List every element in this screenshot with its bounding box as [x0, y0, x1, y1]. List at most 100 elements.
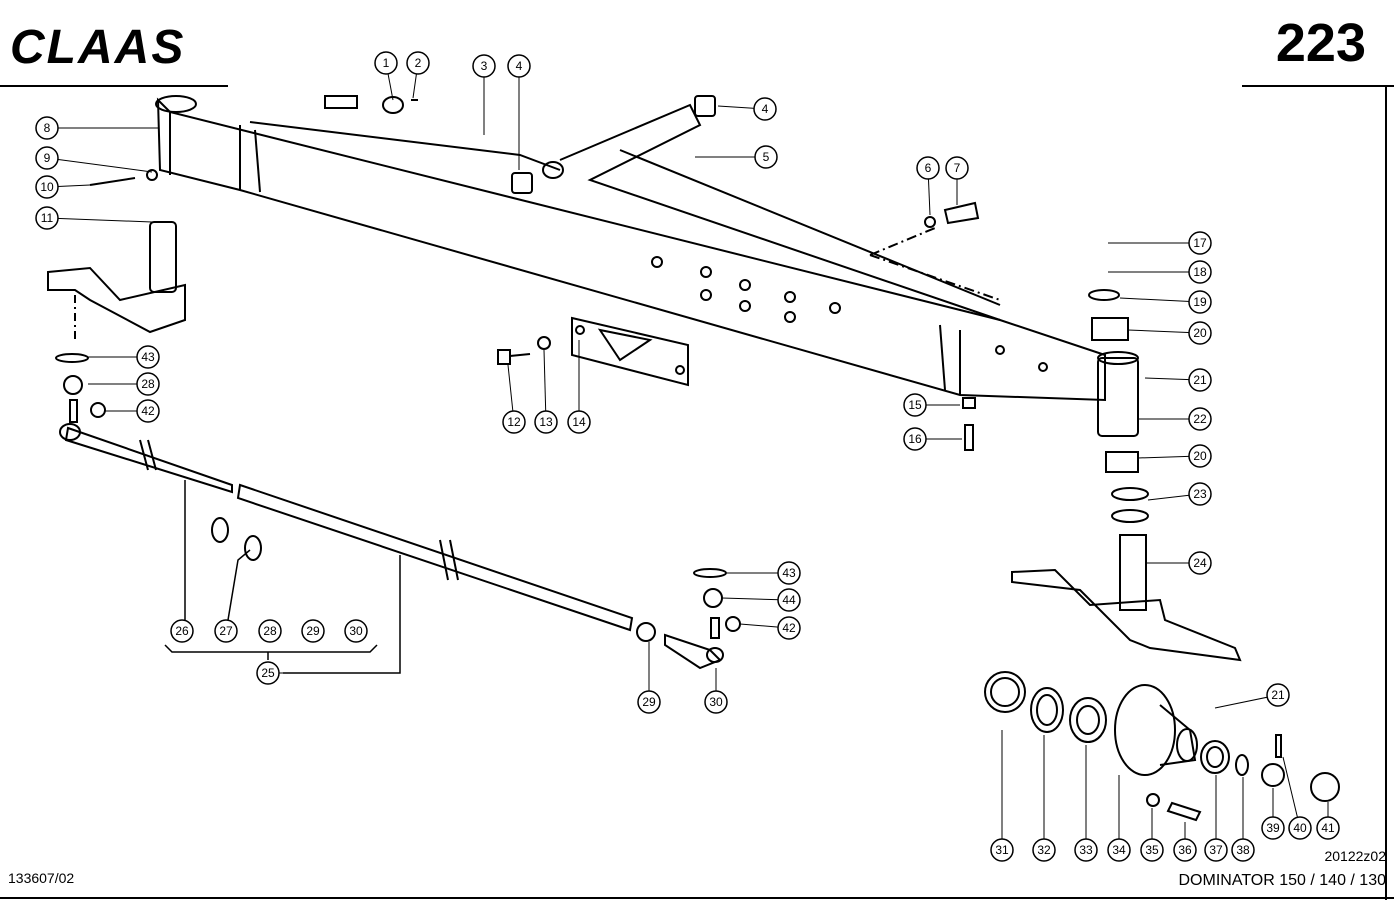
callout-11: 11 [35, 206, 153, 230]
callout-29: 29 [301, 619, 325, 643]
callout-42: 42 [105, 399, 160, 423]
callout-32: 32 [1032, 735, 1056, 862]
callout-number: 3 [481, 59, 488, 73]
model-name: DOMINATOR 150 / 140 / 130 [1178, 872, 1387, 889]
callout-circle [1288, 816, 1312, 840]
callout-number: 25 [261, 666, 275, 680]
callout-circle [374, 51, 398, 75]
callout-circle [1173, 838, 1197, 862]
callout-number: 8 [44, 121, 51, 135]
callout-circle [990, 838, 1014, 862]
callout-circle [406, 51, 430, 75]
callout-number: 24 [1193, 556, 1207, 570]
callout-12: 12 [502, 364, 526, 434]
callout-43: 43 [88, 345, 160, 369]
callout-circle [916, 156, 940, 180]
drawing-number: 20122z02 [1324, 848, 1386, 864]
callout-number: 11 [41, 211, 54, 225]
callout-34: 34 [1107, 775, 1131, 862]
callout-number: 27 [219, 624, 233, 638]
callout-28: 28 [258, 619, 282, 643]
callout-circle [637, 690, 661, 714]
callout-circle [502, 410, 526, 434]
leader-line [1127, 329, 1201, 334]
callout-29: 29 [637, 642, 661, 714]
callout-circle [534, 410, 558, 434]
callout-number: 41 [1321, 821, 1335, 835]
callout-number: 5 [763, 150, 770, 164]
callout-35: 35 [1140, 808, 1164, 862]
callout-number: 38 [1236, 843, 1250, 857]
callout-circle [1188, 551, 1212, 575]
callout-number: 29 [306, 624, 320, 638]
callout-circle [777, 561, 801, 585]
callout-27: 27 [214, 619, 238, 643]
callout-circle [258, 619, 282, 643]
callout-circle [1188, 444, 1212, 468]
callout-43: 43 [727, 561, 801, 585]
callout-circle [35, 206, 59, 230]
callout-number: 23 [1193, 487, 1207, 501]
callout-number: 39 [1266, 821, 1280, 835]
callout-number: 22 [1193, 412, 1207, 426]
callout-circle [1032, 838, 1056, 862]
callout-circle [344, 619, 368, 643]
callout-36: 36 [1173, 822, 1197, 862]
callout-circle [1188, 321, 1212, 345]
document-number: 133607/02 [8, 870, 75, 886]
callout-number: 32 [1037, 843, 1051, 857]
callout-circle [903, 427, 927, 451]
callout-number: 44 [782, 593, 796, 607]
callout-circle [754, 145, 778, 169]
callout-18: 18 [1108, 260, 1212, 284]
callout-circle [301, 619, 325, 643]
callout-3: 3 [472, 54, 496, 135]
callout-number: 21 [1193, 373, 1207, 387]
callout-circle [1188, 231, 1212, 255]
callout-circle [1231, 838, 1255, 862]
callout-number: 9 [44, 151, 51, 165]
callout-number: 40 [1293, 821, 1307, 835]
callout-number: 42 [782, 621, 796, 635]
callout-circle [1107, 838, 1131, 862]
callout-24: 24 [1146, 551, 1212, 575]
callout-25: 25 [256, 661, 283, 685]
callout-number: 34 [1112, 843, 1126, 857]
tie-rod [59, 399, 724, 670]
callout-number: 20 [1193, 326, 1207, 340]
callout-circle [507, 54, 531, 78]
callout-circle [1074, 838, 1098, 862]
callout-number: 1 [383, 56, 390, 70]
callout-number: 33 [1079, 843, 1093, 857]
callout-number: 31 [995, 843, 1009, 857]
callout-number: 42 [141, 404, 155, 418]
callout-4: 4 [717, 97, 777, 121]
leader-line [46, 157, 153, 173]
group-brace [164, 480, 401, 674]
callout-16: 16 [903, 427, 962, 451]
callout-circle [35, 175, 59, 199]
wheel-hub-assembly [984, 671, 1340, 822]
callout-circle [567, 410, 591, 434]
callout-42: 42 [739, 616, 801, 640]
callout-circle [35, 146, 59, 170]
callout-28: 28 [88, 372, 160, 396]
leader-line [46, 217, 153, 223]
callout-10: 10 [35, 175, 91, 199]
callout-number: 35 [1145, 843, 1159, 857]
mounting-bracket [571, 316, 689, 387]
callout-number: 7 [954, 161, 961, 175]
callout-circle [136, 372, 160, 396]
callout-13: 13 [534, 349, 558, 434]
axle-beam [155, 95, 1106, 402]
callout-circle [35, 116, 59, 140]
callout-5: 5 [695, 145, 778, 169]
callout-circle [753, 97, 777, 121]
callout-circle [1188, 482, 1212, 506]
callout-number: 29 [642, 695, 656, 709]
callout-number: 30 [349, 624, 363, 638]
callout-30: 30 [344, 619, 368, 643]
callout-number: 43 [141, 350, 155, 364]
callout-circle [1140, 838, 1164, 862]
callout-number: 4 [516, 59, 523, 73]
